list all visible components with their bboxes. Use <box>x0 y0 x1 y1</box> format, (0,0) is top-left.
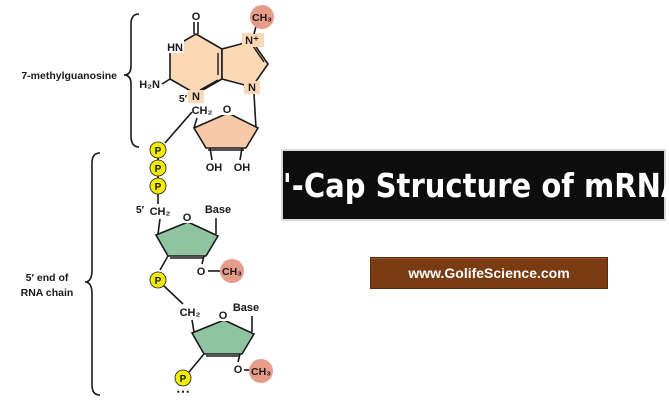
label-5prime-top: 5′ <box>179 93 188 105</box>
methyl-bottom: CH₃ <box>251 366 271 378</box>
phosphate-4 <box>149 271 167 289</box>
atom-hn: HN <box>167 42 183 54</box>
methyl-circle-bottom <box>249 359 273 383</box>
chain-continuation: ⋯ <box>176 383 190 399</box>
atom-ring-o-1: O <box>183 212 192 224</box>
atom-oh-right: OH <box>234 162 251 174</box>
atom-n-left: N <box>192 91 200 103</box>
title-banner: 5'-Cap Structure of mRNA <box>263 149 669 221</box>
svg-text:P: P <box>155 276 162 287</box>
cap-ribose-ring <box>192 112 260 149</box>
phosphate-5 <box>174 369 192 387</box>
methyl-circle-top <box>250 5 274 29</box>
atom-n-right: N <box>248 82 256 94</box>
svg-text:P: P <box>155 146 162 157</box>
label-base-2: Base <box>233 302 259 314</box>
label-rna-end-line2: RNA chain <box>21 287 74 299</box>
brace-rna-end <box>84 152 101 396</box>
atom-h2n: H₂N <box>139 79 160 91</box>
label-base-1: Base <box>205 204 231 216</box>
atom-n-plus: N⁺ <box>245 35 259 47</box>
methyl-top: CH₃ <box>252 12 272 24</box>
phosphate-2 <box>149 159 167 177</box>
atom-ring-o-cap: O <box>223 104 232 116</box>
atom-carbonyl-o: O <box>192 11 201 23</box>
atom-ch2-top: CH₂ <box>192 105 213 117</box>
website-banner[interactable]: www.GolifeScience.com <box>370 257 608 289</box>
title-text: 5'-Cap Structure of mRNA <box>263 165 669 205</box>
atom-ch2-mid: CH₂ <box>150 206 171 218</box>
svg-text:P: P <box>155 182 162 193</box>
guanine-imidazole-ring <box>221 40 269 88</box>
chain-sugar-2 <box>190 319 256 355</box>
atom-oh-left: OH <box>206 162 223 174</box>
atom-ring-o-2: O <box>219 310 228 322</box>
methyl-mid: CH₃ <box>222 266 242 278</box>
website-link[interactable]: www.GolifeScience.com <box>408 265 570 281</box>
atom-methyl-o-1: O <box>197 266 206 278</box>
svg-text:P: P <box>180 374 187 385</box>
label-rna-end-line1: 5′ end of <box>26 272 69 284</box>
atom-ch2-bottom: CH₂ <box>180 307 201 319</box>
brace-methylguanosine <box>123 13 140 148</box>
label-methylguanosine: 7-methylguanosine <box>21 70 117 82</box>
methyl-circle-mid <box>220 259 244 283</box>
phosphate-1 <box>149 141 167 159</box>
atom-methyl-o-2: O <box>234 364 243 376</box>
svg-text:P: P <box>155 164 162 175</box>
label-5prime-mid: 5′ <box>136 204 145 216</box>
chain-sugar-1 <box>154 221 220 257</box>
